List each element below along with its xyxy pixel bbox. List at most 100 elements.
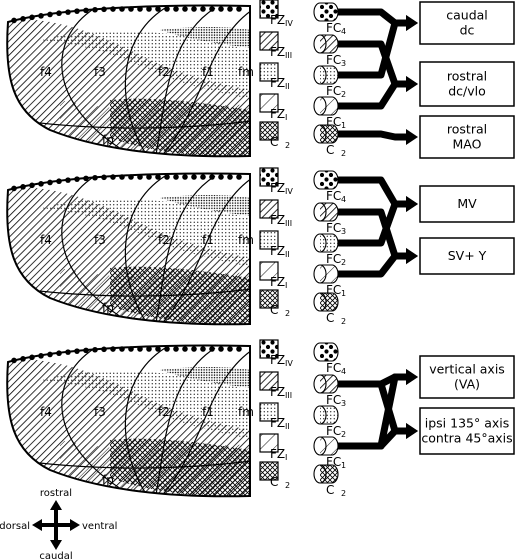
orientation-compass: rostral caudal dorsal ventral	[0, 488, 117, 560]
fc-label: C	[326, 483, 334, 497]
target-box	[419, 115, 515, 159]
edge-bead	[182, 174, 188, 180]
edge-bead	[83, 175, 89, 182]
projection-arrow	[338, 19, 408, 79]
zone-fz2-dots	[40, 370, 250, 440]
edge-bead	[236, 346, 242, 352]
flocculus-zones	[7, 7, 250, 157]
compass-arrow-down	[50, 540, 62, 550]
target-box-text: dc/vlo	[448, 84, 486, 99]
projection-arrow	[338, 130, 408, 141]
edge-bead	[119, 174, 125, 180]
arrowhead	[406, 15, 418, 31]
fc-cylinder-body	[320, 170, 339, 190]
zone-swatch	[259, 199, 279, 219]
fc-label: FC	[326, 393, 341, 407]
edge-bead	[74, 348, 80, 354]
folium-boundary	[157, 7, 250, 157]
zone-swatch	[259, 433, 279, 453]
projection-arrow	[338, 252, 408, 278]
edge-bead	[218, 346, 224, 352]
flocculus-zones	[7, 347, 250, 497]
edge-bead	[47, 351, 53, 358]
zone-swatch	[259, 339, 279, 359]
zone-label-sub: II	[285, 422, 290, 431]
edge-bead	[65, 349, 71, 355]
zone-label: FZ	[270, 275, 285, 289]
edge-bead	[146, 346, 152, 352]
fc-label-sub: 2	[341, 90, 346, 99]
fc-label-sub: 3	[341, 399, 346, 408]
zone-label-sub: IV	[285, 359, 293, 368]
fc-label-sub: 1	[341, 289, 346, 298]
edge-bead	[227, 6, 233, 12]
compass-label-ventral: ventral	[82, 521, 117, 532]
cortex-label-f1: f1	[202, 65, 214, 79]
zone-label: FZ	[270, 213, 285, 227]
edge-bead	[119, 346, 125, 352]
edge-bead	[20, 184, 26, 190]
zone-label: C	[270, 475, 278, 489]
folium-boundary	[61, 7, 141, 157]
fc-label: FC	[326, 84, 341, 98]
zone-label: C	[270, 303, 278, 317]
projection-arrow	[338, 200, 408, 247]
edge-bead	[182, 346, 188, 352]
edge-bead	[20, 356, 26, 362]
fc-cylinder-body	[320, 292, 339, 312]
zone-label-sub: II	[285, 82, 290, 91]
cortex-label-fp: fp	[102, 133, 114, 147]
zone-label: FZ	[270, 76, 285, 90]
folium-boundary	[154, 175, 216, 325]
zone-swatch	[259, 31, 279, 51]
fc-label-sub: 4	[341, 367, 346, 376]
target-box-text: rostral	[447, 69, 487, 84]
fc-cylinder-body	[320, 65, 339, 85]
cortex-label-f3: f3	[94, 405, 106, 419]
edge-bead	[110, 346, 116, 352]
edge-bead	[155, 174, 161, 180]
fc-cylinder-body	[320, 202, 339, 222]
projection-arrow	[338, 380, 408, 435]
cortex-label-f1: f1	[202, 233, 214, 247]
cortex-label-f1: f1	[202, 405, 214, 419]
edge-bead	[236, 6, 242, 12]
fc-label: C	[326, 143, 334, 157]
zone-label-sub: I	[285, 453, 287, 462]
fc-label-sub: 4	[341, 27, 346, 36]
cortex-label-fm: fm	[238, 405, 254, 419]
edge-bead	[209, 6, 215, 12]
folium-boundary	[61, 347, 141, 497]
cortex-label-f2: f2	[158, 405, 170, 419]
target-box-text: ipsi 135° axis	[425, 416, 510, 431]
zone-swatch	[259, 167, 279, 187]
target-box	[419, 1, 515, 45]
fc-cylinder-body	[320, 342, 339, 362]
compass-arrow-left	[32, 519, 42, 531]
target-box-text: SV+ Y	[448, 248, 487, 263]
fc-label-sub: 4	[341, 195, 346, 204]
fc-label: FC	[326, 252, 341, 266]
edge-bead	[92, 346, 98, 353]
cortex-label-f4: f4	[40, 233, 52, 247]
edge-bead	[200, 346, 206, 352]
folium-boundary	[154, 7, 216, 157]
target-box-text: contra 45°axis	[421, 431, 512, 446]
target-box	[419, 237, 515, 275]
fc-cylinder-body	[320, 34, 339, 54]
edge-bead	[155, 6, 161, 12]
edge-bead	[29, 14, 35, 21]
edge-bead	[92, 6, 98, 13]
edge-bead	[101, 346, 107, 353]
edge-bead	[146, 6, 152, 12]
fc-label-sub: 2	[341, 317, 346, 326]
arrowhead	[406, 248, 418, 264]
fc-cylinder-body	[320, 233, 339, 253]
zone-label-sub: I	[285, 281, 287, 290]
edge-bead	[200, 6, 206, 12]
arrowhead	[406, 129, 418, 145]
cortex-label-f2: f2	[158, 65, 170, 79]
edge-bead	[191, 6, 197, 12]
